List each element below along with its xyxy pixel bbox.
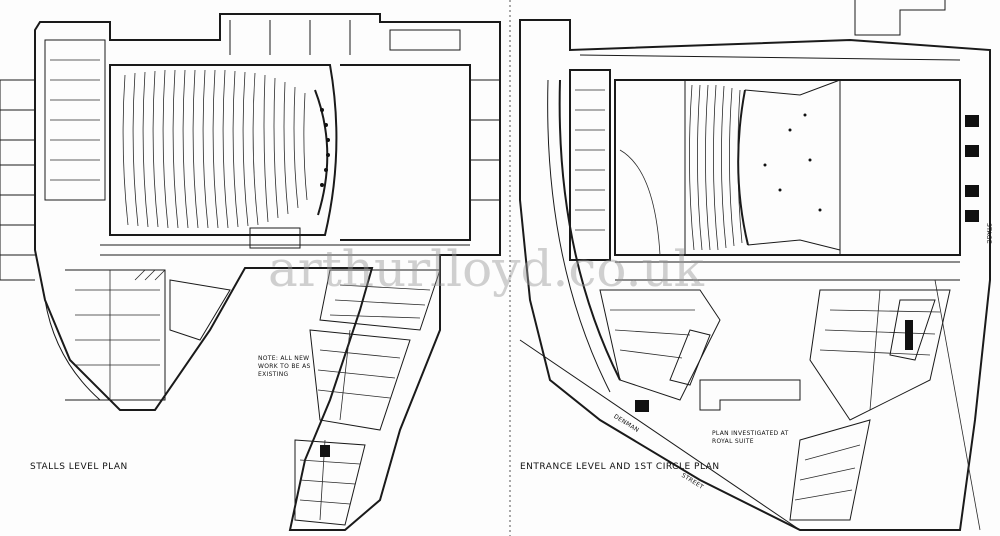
- stalls-outer-wall: [34, 13, 501, 531]
- construction-note: NOTE: ALL NEW WORK TO BE AS EXISTING: [258, 355, 311, 378]
- entrance-outer-wall: [519, 19, 991, 531]
- stalls-stage-area: [340, 64, 471, 241]
- stalls-level-plan: [0, 13, 501, 531]
- watermark-text: arthurlloyd.co.uk: [268, 240, 704, 298]
- stalls-auditorium: [109, 64, 338, 236]
- stalls-plan-title: STALLS LEVEL PLAN: [30, 462, 128, 472]
- royal-suite-note: PLAN INVESTIGATED AT ROYAL SUITE: [712, 430, 789, 445]
- circle-seating-rows: [689, 84, 743, 251]
- stage-label: STAGE: [984, 223, 992, 244]
- circle-auditorium: [614, 79, 961, 256]
- stalls-seating-rows: [122, 69, 308, 229]
- entrance-level-plan: [519, 0, 991, 531]
- entrance-plan-title: ENTRANCE LEVEL AND 1ST CIRCLE PLAN: [520, 462, 720, 472]
